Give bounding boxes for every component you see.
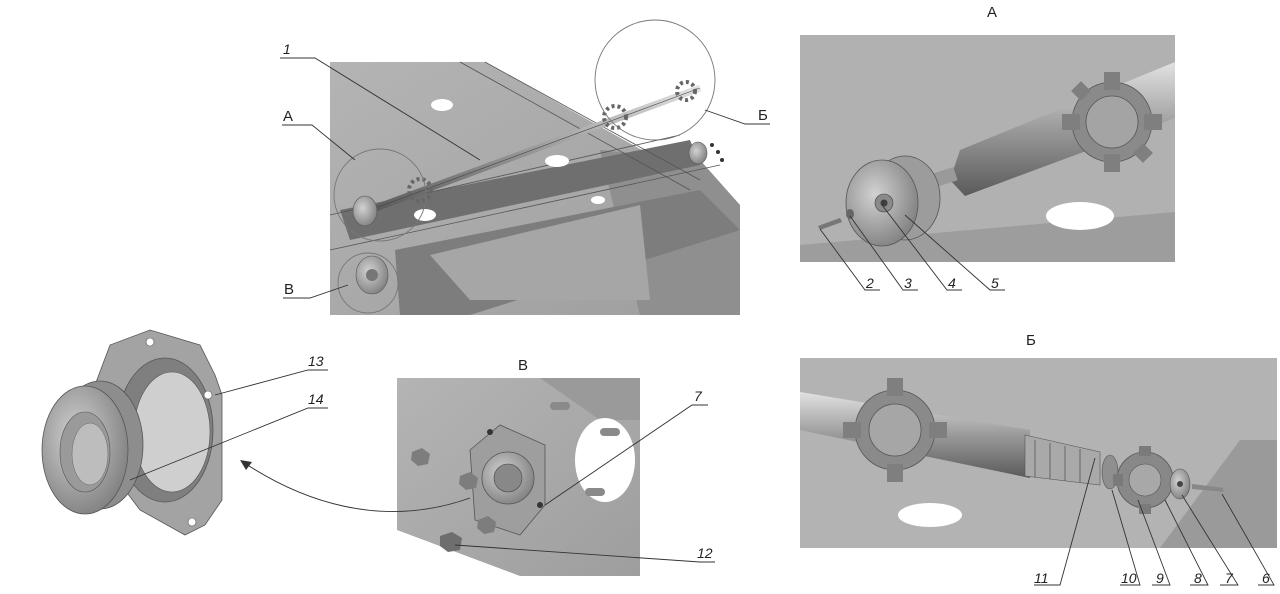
- callout-9: 9: [1156, 570, 1164, 586]
- main-sprocket-right: [675, 80, 697, 102]
- callout-10: 10: [1121, 570, 1137, 586]
- frame-hole: [545, 155, 569, 167]
- main-shaft-end-cap: [352, 195, 378, 227]
- frame-edge-line: [329, 164, 721, 251]
- callout-3: 3: [904, 275, 912, 291]
- detail-v-hole: [575, 418, 635, 502]
- detail-b-splined-end: [1024, 434, 1101, 486]
- callout-12: 12: [697, 545, 713, 561]
- leader-7v: [544, 404, 708, 506]
- view-title-b: Б: [1026, 332, 1036, 349]
- detail-b-washer-hole: [1177, 481, 1183, 487]
- leader-10: [1111, 489, 1141, 586]
- flange-mount-hole: [187, 517, 197, 527]
- callout-2: 2: [865, 275, 874, 291]
- main-bolt: [716, 150, 720, 154]
- callout-7: 7: [1225, 570, 1234, 586]
- view-title-a: А: [987, 4, 997, 21]
- callout-5: 5: [991, 275, 999, 291]
- main-bolt: [720, 158, 724, 162]
- detail-v-nut: [411, 448, 430, 466]
- main-view: 1 А Б В: [280, 19, 770, 315]
- main-sprocket-left: [407, 177, 433, 203]
- leader-b: [704, 109, 770, 125]
- leader-5: [904, 214, 1005, 291]
- flange-mount-hole: [145, 337, 155, 347]
- detail-circle-a: [333, 148, 427, 242]
- callout-4: 4: [948, 275, 956, 291]
- leader-11: [1034, 457, 1096, 586]
- detail-a-washer: [846, 209, 854, 219]
- callout-v: В: [284, 281, 294, 298]
- leader-a: [282, 124, 356, 161]
- flange-mount-hole: [203, 390, 213, 400]
- exploded-flange: 13 14: [41, 329, 328, 536]
- callout-11: 11: [1034, 570, 1049, 586]
- detail-v: В 7 12: [240, 357, 715, 576]
- view-title-v: В: [518, 357, 528, 374]
- main-bolt: [710, 143, 714, 147]
- detail-v-flange-bore: [493, 463, 523, 493]
- callout-1: 1: [283, 41, 291, 57]
- detail-a-sprocket: [1062, 72, 1162, 172]
- leader-2: [819, 228, 880, 291]
- detail-v-nut: [459, 472, 478, 490]
- detail-b-bolt-head: [1223, 485, 1229, 495]
- leader-1: [280, 57, 481, 161]
- detail-v-stud: [600, 428, 620, 436]
- detail-b-sprocket-small: [1113, 446, 1174, 514]
- detail-a-hole: [1046, 202, 1114, 230]
- callout-14: 14: [308, 391, 324, 407]
- leader-13: [214, 369, 328, 396]
- detail-v-flange-bolt: [537, 502, 543, 508]
- bearing-bore: [71, 422, 109, 486]
- leader-3: [849, 215, 918, 291]
- detail-v-nut: [477, 516, 496, 534]
- leader-12: [454, 544, 715, 563]
- detail-a: А 2 3 4 5: [800, 4, 1175, 291]
- frame-edge-line: [484, 61, 701, 181]
- detail-b: Б: [800, 332, 1277, 586]
- detail-v-stud: [550, 402, 570, 410]
- leader-14: [129, 407, 328, 481]
- detail-b-frame-wall: [1160, 440, 1277, 548]
- detail-v-beam: [540, 378, 640, 420]
- detail-b-sprocket-large: [843, 378, 947, 482]
- frame-hole: [414, 209, 436, 221]
- callout-7v: 7: [694, 388, 703, 404]
- frame-inner: [430, 205, 650, 300]
- leader-9: [1137, 499, 1171, 586]
- main-sprocket-center: [602, 104, 628, 130]
- detail-circle-v: [337, 252, 399, 314]
- detail-a-bolt: [818, 218, 842, 230]
- leader-v: [283, 284, 349, 299]
- leader-7b: [1181, 494, 1239, 586]
- callout-6: 6: [1262, 570, 1270, 586]
- callout-a: А: [283, 108, 293, 125]
- frame-edge-line: [459, 61, 691, 191]
- leader-4: [881, 204, 962, 291]
- callout-13: 13: [308, 353, 324, 369]
- detail-v-arrow: [242, 461, 471, 512]
- detail-v-arrowhead: [240, 460, 252, 470]
- leader-8: [1164, 499, 1209, 586]
- main-bearing-cover: [688, 141, 708, 165]
- detail-v-stud: [585, 488, 605, 496]
- callout-8: 8: [1194, 570, 1202, 586]
- main-shaft-edge: [369, 87, 701, 211]
- leader-6: [1221, 493, 1275, 586]
- detail-a-cap-center: [880, 199, 888, 207]
- detail-v-flange-bolt: [487, 429, 493, 435]
- callout-b: Б: [758, 107, 768, 124]
- detail-a-shaft-journal: [932, 166, 958, 188]
- detail-circle-b: [594, 19, 716, 141]
- detail-v-nut-12: [440, 532, 462, 552]
- main-flange-bore: [366, 269, 378, 281]
- frame-hole: [431, 99, 453, 111]
- frame-hole: [591, 196, 605, 204]
- detail-b-hole: [898, 503, 962, 527]
- detail-b-bolt: [1192, 484, 1225, 492]
